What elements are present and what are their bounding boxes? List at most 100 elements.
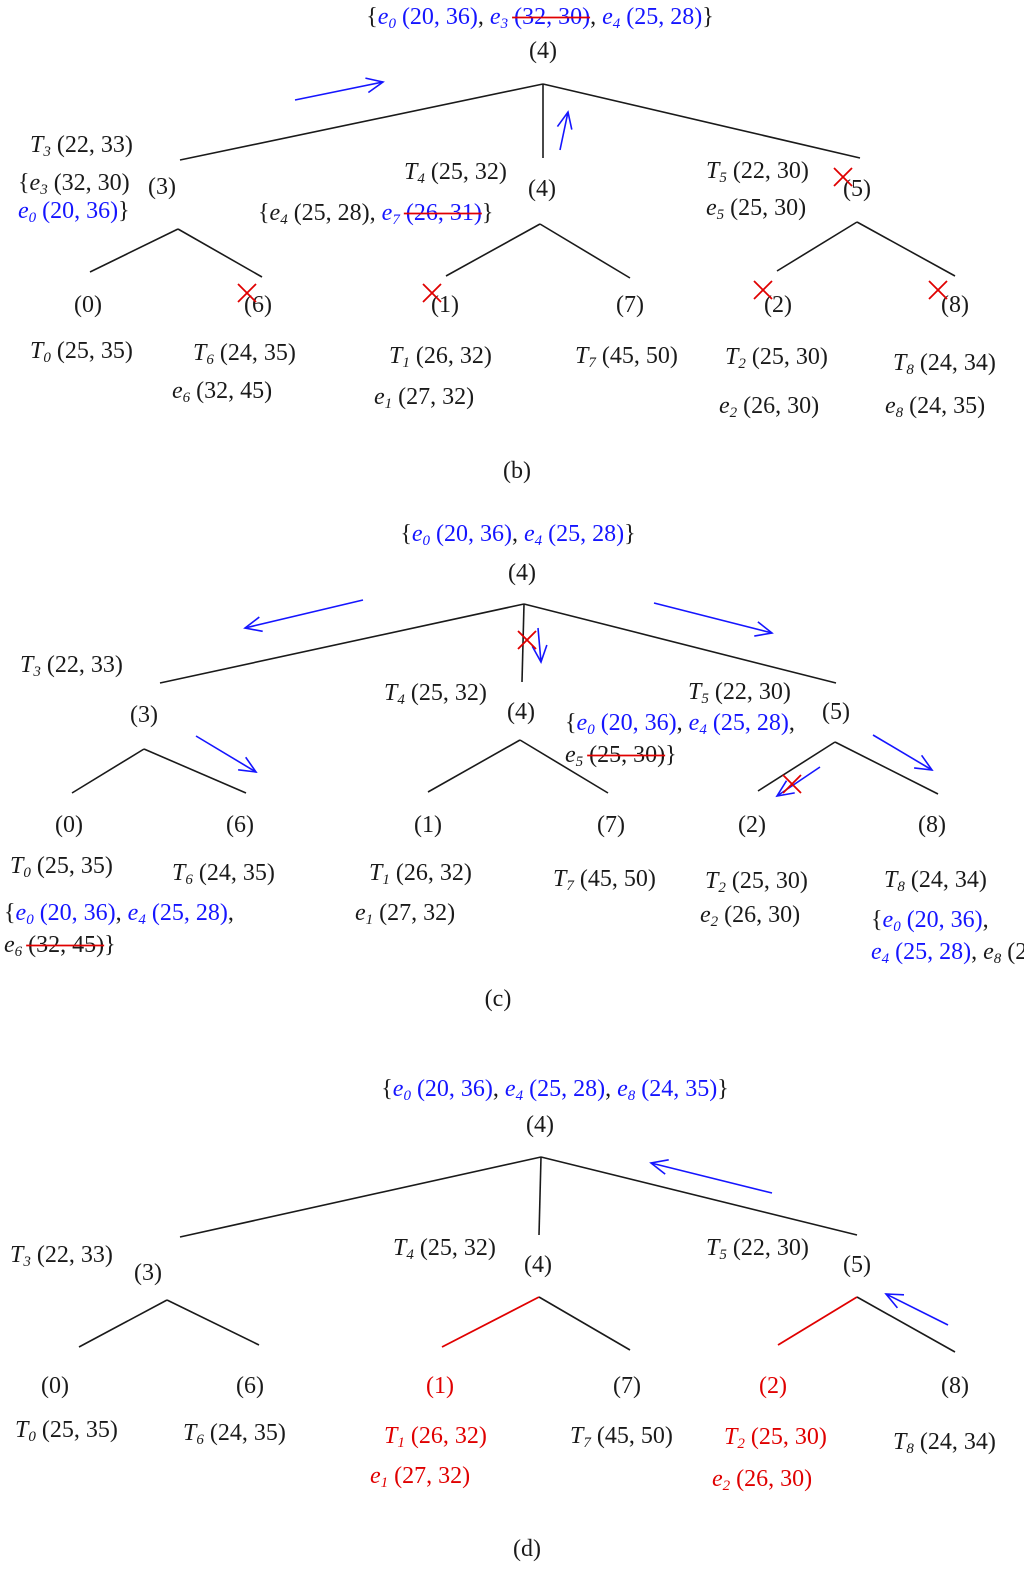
leaf-label-3-b: (7) — [616, 292, 644, 318]
e5-b: e5 (25, 30) — [706, 195, 806, 223]
root-set-c: {e0 (20, 36), e4 (25, 28)} — [400, 521, 635, 549]
arrow-down-c — [531, 627, 548, 664]
t6-b: T6 (24, 35) — [193, 340, 296, 368]
mid-label-3-b: (3) — [148, 174, 176, 200]
e1-d: e1 (27, 32) — [370, 1463, 470, 1491]
edge-root-right — [542, 83, 861, 159]
leaf-label-5-c: (8) — [918, 812, 946, 838]
edge-root-right-c — [523, 603, 837, 684]
t0-d: T0 (25, 35) — [15, 1417, 118, 1445]
t8-d: T8 (24, 34) — [893, 1429, 996, 1457]
edge-3-0-c — [71, 748, 145, 794]
leaf-label-1-c: (6) — [226, 812, 254, 838]
t5-d: T5 (22, 30) — [706, 1235, 809, 1263]
leaf-label-5-b: (8) — [941, 292, 969, 318]
arrow-up — [556, 110, 573, 151]
cross-1-b — [422, 283, 442, 303]
caption-c: (c) — [485, 986, 512, 1012]
edge-root-left-c — [159, 603, 525, 684]
e1-c: e1 (27, 32) — [355, 900, 455, 928]
leaf-label-0-d: (0) — [41, 1373, 69, 1399]
leaf-label-1-b: (6) — [244, 292, 272, 318]
edge-root-left-d — [179, 1156, 542, 1238]
t7-c: T7 (45, 50) — [553, 866, 656, 894]
mid-label-3-d: (3) — [134, 1260, 162, 1286]
cross-2-b — [753, 280, 773, 300]
mid-label-5-b: (5) — [843, 176, 871, 202]
e2-c: e2 (26, 30) — [700, 902, 800, 930]
t2-c: T2 (25, 30) — [705, 868, 808, 896]
svg-text:e4 (25, 28), e8 (24, 35)}: e4 (25, 28), e8 (24, 35)} — [871, 939, 1024, 967]
arrow-down-left-c — [243, 599, 364, 633]
edge-5-2-c — [757, 741, 836, 792]
t2-b: T2 (25, 30) — [725, 344, 828, 372]
leaf-label-4-d: (2) — [759, 1373, 787, 1399]
svg-text:{e0 (20, 36), e4 (25, 28), e8: {e0 (20, 36), e4 (25, 28), e8 (24, 35)} — [381, 1076, 728, 1104]
e2-d: e2 (26, 30) — [712, 1466, 812, 1494]
svg-text:{e3 (32, 30): {e3 (32, 30) — [18, 170, 130, 198]
leaf-label-4-c: (2) — [738, 812, 766, 838]
t1-b: T1 (26, 32) — [389, 343, 492, 371]
leaf-label-0-c: (0) — [55, 812, 83, 838]
e6-b: e6 (32, 45) — [172, 378, 272, 406]
leaf-label-3-d: (7) — [613, 1373, 641, 1399]
edge-4-1-d — [441, 1296, 540, 1348]
edge-4-7-c — [519, 739, 609, 794]
arrow-down-right-c — [653, 602, 774, 637]
edge-3-6-d — [166, 1299, 260, 1346]
root-label-d: (4) — [526, 1112, 554, 1138]
e2-b: e2 (26, 30) — [719, 393, 819, 421]
t1-d: T1 (26, 32) — [384, 1423, 487, 1451]
t4-b: T4 (25, 32) — [404, 159, 507, 187]
t3-d: T3 (22, 33) — [10, 1242, 113, 1270]
edge-5-8-c — [834, 741, 939, 795]
arrow-up-5-d — [884, 1293, 949, 1326]
edge-5-8-d — [856, 1296, 956, 1353]
e1-b: e1 (27, 32) — [374, 384, 474, 412]
t0-b: T0 (25, 35) — [30, 338, 133, 366]
leaf-label-2-d: (1) — [426, 1373, 454, 1399]
arrow-5-8-c — [872, 734, 934, 772]
t4-c: T4 (25, 32) — [384, 680, 487, 708]
edge-root-left — [179, 83, 544, 161]
cross-5-b — [833, 167, 853, 187]
mid-label-3-c: (3) — [130, 702, 158, 728]
cross-6-b — [237, 283, 257, 303]
t8-b: T8 (24, 34) — [893, 350, 996, 378]
edge-4-1-c — [427, 739, 521, 793]
t5-b: T5 (22, 30) — [706, 158, 809, 186]
t4-d: T4 (25, 32) — [393, 1235, 496, 1263]
leaf-label-1-d: (6) — [236, 1373, 264, 1399]
t0-c: T0 (25, 35) — [10, 853, 113, 881]
cross-8-b — [928, 280, 948, 300]
t6-d: T6 (24, 35) — [183, 1420, 286, 1448]
edge-3-6 — [177, 228, 263, 278]
mid-label-5-c: (5) — [822, 699, 850, 725]
svg-text:{e0 (20, 36), e3 (32, 30), e4: {e0 (20, 36), e3 (32, 30), e4 (25, 28)} — [366, 4, 713, 32]
edge-4-7-d — [538, 1296, 631, 1351]
leaf-label-0-b: (0) — [74, 292, 102, 318]
svg-text:{e0 (20, 36), e4 (25, 28),: {e0 (20, 36), e4 (25, 28), — [4, 900, 234, 928]
t3-c: T3 (22, 33) — [20, 652, 123, 680]
cross-4-c — [517, 630, 537, 650]
root-set-b: {e0 (20, 36), e3 (32, 30), e4 (25, 28)} — [366, 4, 713, 32]
edge-3-6-c — [143, 748, 247, 794]
edge-3-0 — [89, 228, 179, 273]
t7-d: T7 (45, 50) — [570, 1423, 673, 1451]
set-0-c: {e0 (20, 36), e4 (25, 28),e6 (32, 45)} — [4, 900, 234, 960]
arrow-up-left-d — [649, 1159, 773, 1194]
mid-label-4-b: (4) — [528, 176, 556, 202]
edge-3-0-d — [78, 1299, 168, 1348]
cross-2-c — [782, 774, 802, 794]
t6-c: T6 (24, 35) — [172, 860, 275, 888]
leaf-label-5-d: (8) — [941, 1373, 969, 1399]
edge-4-1 — [445, 223, 541, 277]
set-5-c: {e0 (20, 36), e4 (25, 28),e5 (25, 30)} — [565, 710, 795, 770]
t7-b: T7 (45, 50) — [575, 343, 678, 371]
svg-text:{e0 (20, 36), e4 (25, 28)}: {e0 (20, 36), e4 (25, 28)} — [400, 521, 635, 549]
arrow-up-right — [294, 77, 385, 101]
svg-text:{e0 (20, 36),: {e0 (20, 36), — [871, 907, 989, 935]
caption-b: (b) — [503, 458, 531, 484]
set-8-c: {e0 (20, 36), e4 (25, 28), e8 (24, 35)} — [871, 907, 1024, 967]
